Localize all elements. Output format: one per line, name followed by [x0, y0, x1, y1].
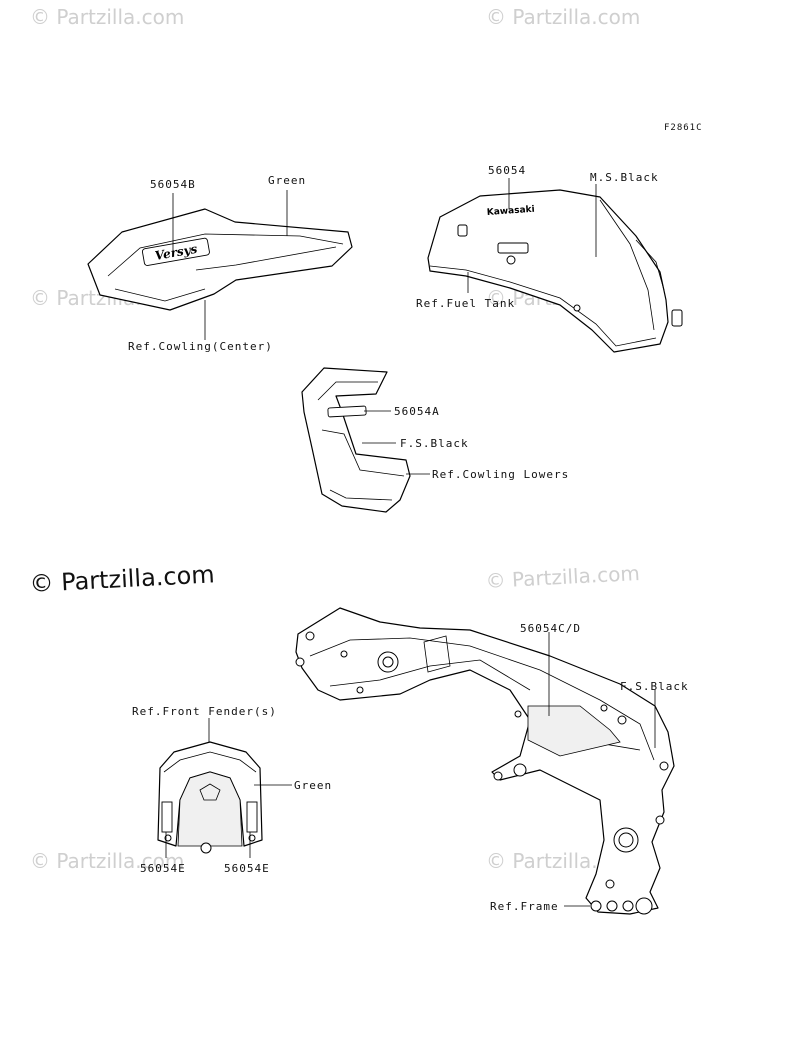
cowling-lowers-group: 56054A F.S.Black Ref.Cowling Lowers: [301, 367, 569, 513]
label-56054e-left: 56054E: [140, 862, 186, 875]
frame-decal-area: [527, 705, 621, 757]
front-fender-group: Ref.Front Fender(s) Green 56054E 56054E: [132, 705, 332, 875]
label-ms-black: M.S.Black: [590, 171, 659, 184]
watermark-top-left: © Partzilla.com: [30, 5, 184, 29]
label-ref-front-fender: Ref.Front Fender(s): [132, 705, 277, 718]
frame: [295, 607, 675, 915]
watermark-bottom-left: © Partzilla.com: [30, 849, 184, 873]
label-56054b: 56054B: [150, 178, 196, 191]
watermark-top-right: © Partzilla.com: [486, 5, 640, 29]
kawasaki-decal: Kawasaki: [487, 205, 536, 218]
label-ref-cowling-center: Ref.Cowling(Center): [128, 340, 273, 353]
versys-decal: Versys: [141, 237, 210, 266]
diagram-code: F2861C: [664, 123, 703, 133]
label-56054e-right: 56054E: [224, 862, 270, 875]
decal-fender-right: [246, 801, 258, 833]
label-ref-frame: Ref.Frame: [490, 900, 559, 913]
cowling-center-group: Versys 56054B Green Ref.Cowling(Center): [87, 174, 353, 353]
fuel-tank: [427, 189, 669, 353]
label-ref-cowling-lowers: Ref.Cowling Lowers: [432, 468, 569, 481]
label-fs-black-lower: F.S.Black: [400, 437, 469, 450]
label-green-cowling: Green: [268, 174, 306, 187]
label-56054: 56054: [488, 164, 526, 177]
label-56054a: 56054A: [394, 405, 440, 418]
label-fs-black-frame: F.S.Black: [620, 680, 689, 693]
cowling-center: [87, 208, 353, 311]
fuel-tank-group: Kawasaki 56054 M.S.Black Ref.Fuel Tank: [416, 164, 683, 353]
label-ref-fuel-tank: Ref.Fuel Tank: [416, 297, 515, 310]
label-56054cd: 56054C/D: [520, 622, 581, 635]
frame-group: 56054C/D F.S.Black Ref.Frame: [295, 607, 689, 915]
watermark-main: © Partzilla.com: [29, 560, 215, 598]
label-green-fender: Green: [294, 779, 332, 792]
decal-fender-left: [161, 801, 173, 833]
watermark-center-right: © Partzilla.com: [485, 561, 640, 593]
cowling-lower: [301, 367, 411, 513]
